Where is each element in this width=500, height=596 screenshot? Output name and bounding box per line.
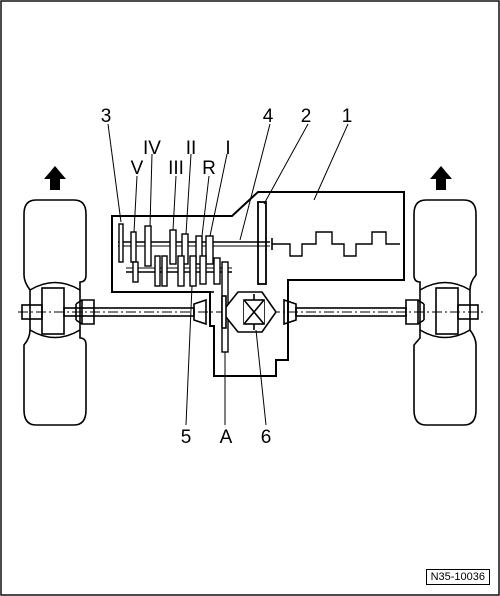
label-a: A xyxy=(219,427,233,448)
clutch-input-profile xyxy=(271,231,400,257)
label-ii: II xyxy=(185,138,197,159)
differential xyxy=(220,291,277,333)
clutch-disc xyxy=(257,201,267,285)
gear-set xyxy=(118,223,229,353)
label-iii: III xyxy=(168,158,184,179)
label-5: 5 xyxy=(180,427,192,448)
label-iv: IV xyxy=(143,138,161,159)
left-direction-arrow xyxy=(44,166,66,190)
label-6: 6 xyxy=(260,427,272,448)
label-4: 4 xyxy=(262,106,274,127)
label-i: I xyxy=(225,138,231,159)
label-3: 3 xyxy=(100,106,112,127)
gearbox-housing xyxy=(111,191,405,377)
reference-code: N35-10036 xyxy=(425,569,490,585)
label-v: V xyxy=(130,158,144,179)
label-r: R xyxy=(202,158,216,179)
leader-lines xyxy=(107,123,349,426)
label-1: 1 xyxy=(341,106,353,127)
right-direction-arrow xyxy=(430,166,452,190)
drive-axle xyxy=(18,298,484,326)
label-2: 2 xyxy=(300,106,312,127)
